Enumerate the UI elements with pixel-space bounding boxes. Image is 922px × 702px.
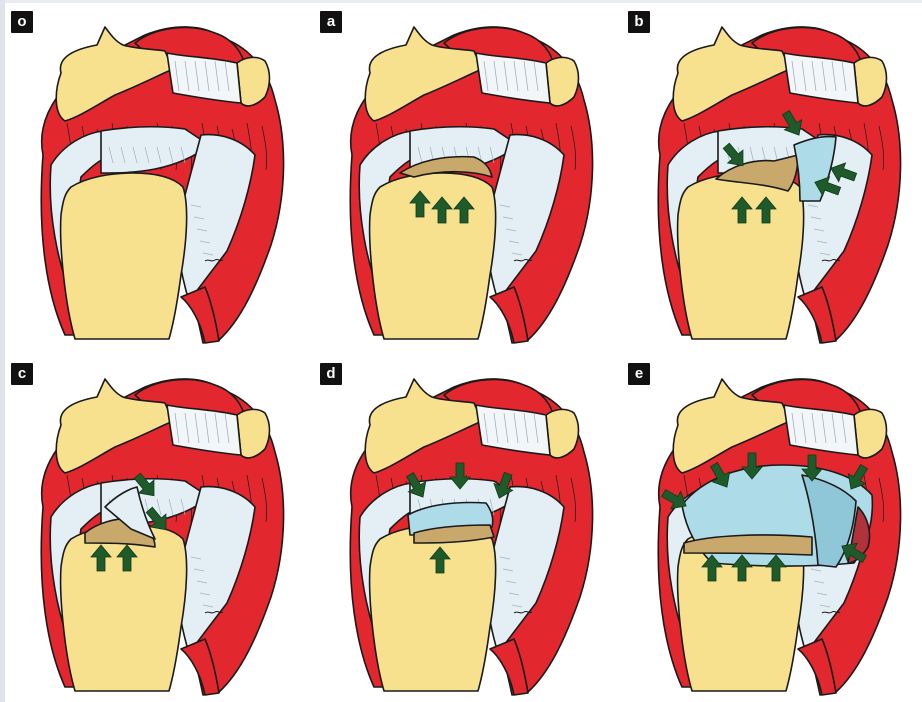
shoulder-illustration-b	[622, 5, 922, 350]
shoulder-illustration-e	[622, 357, 922, 702]
shoulder-illustration-o	[5, 5, 305, 350]
humerus-bone	[370, 525, 496, 691]
panel-d: d	[314, 357, 614, 702]
anatomy-base	[41, 379, 283, 695]
lesion-layer	[408, 503, 494, 544]
shoulder-illustration-d	[314, 357, 614, 702]
shoulder-illustration-a	[314, 5, 614, 350]
anatomy-base	[41, 27, 283, 343]
humerus-bone	[678, 173, 804, 339]
top-border	[0, 0, 922, 3]
panel-label-d: d	[320, 363, 342, 385]
humerus-bone	[61, 173, 187, 339]
panel-a: a	[314, 5, 614, 350]
panel-e: e	[622, 357, 922, 702]
humerus-bone	[370, 173, 496, 339]
panel-o: o	[5, 5, 305, 350]
shoulder-illustration-c	[5, 357, 305, 702]
panel-b: b	[622, 5, 922, 350]
panel-label-o: o	[11, 11, 33, 33]
panel-label-c: c	[11, 363, 33, 385]
panel-label-b: b	[628, 11, 650, 33]
panel-c: c	[5, 357, 305, 702]
panel-label-e: e	[628, 363, 650, 385]
panel-label-a: a	[320, 11, 342, 33]
anatomy-base	[350, 27, 592, 343]
